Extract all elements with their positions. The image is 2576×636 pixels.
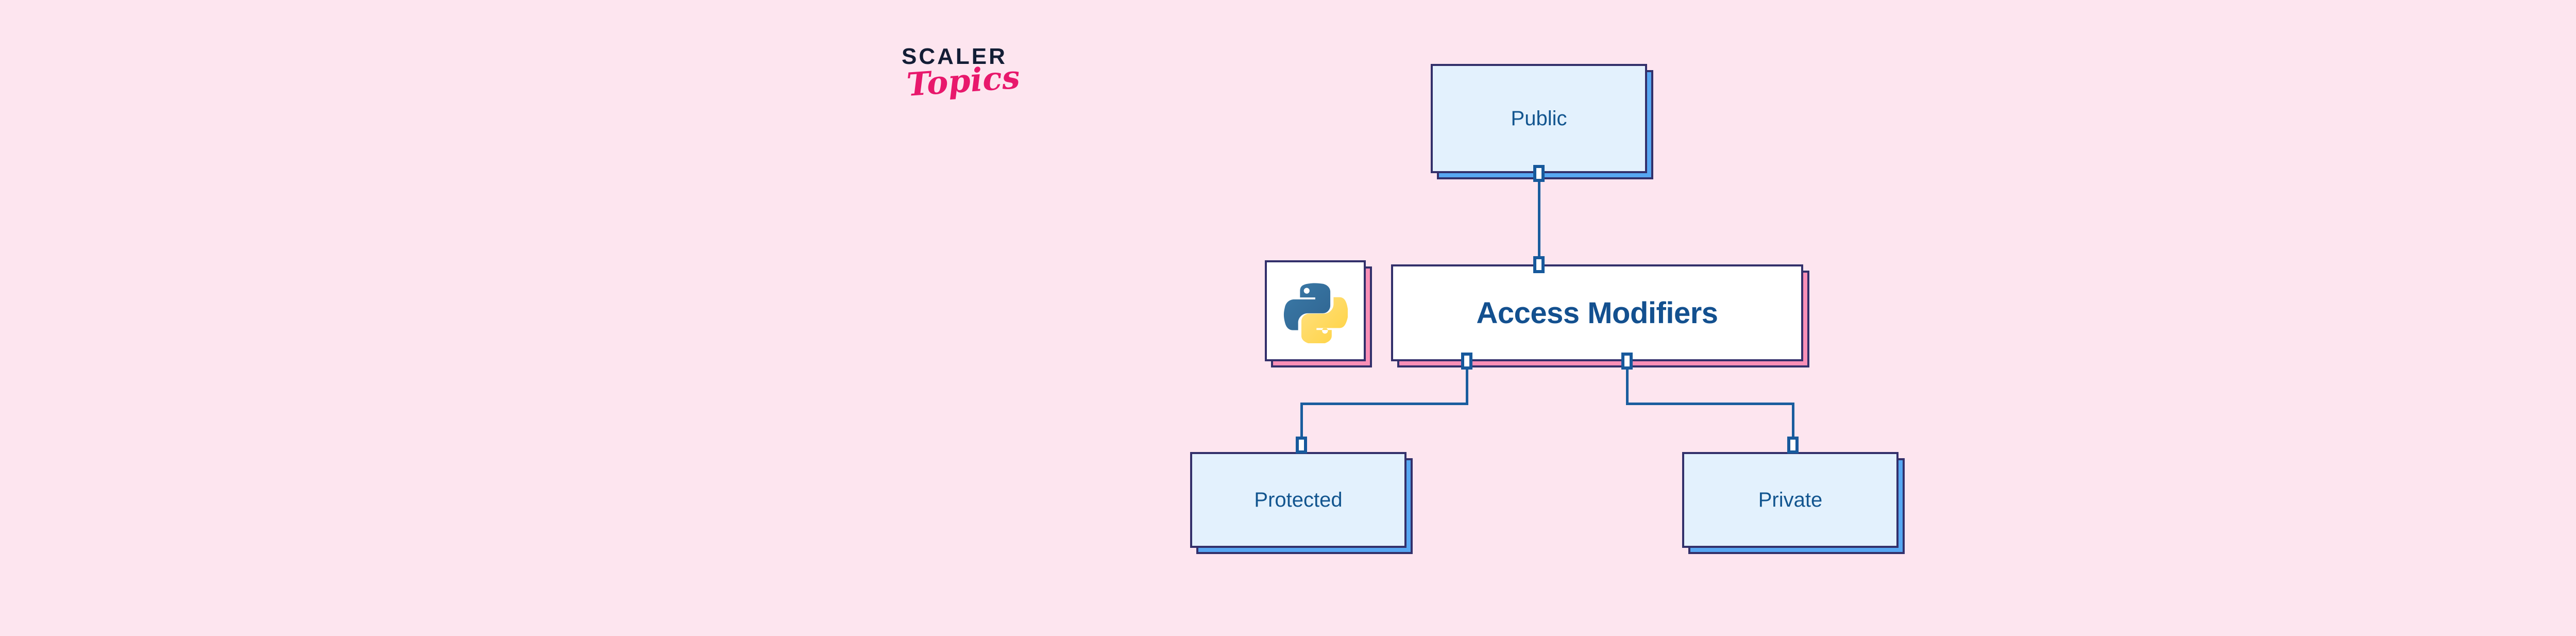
logo-wordmark: SCALER xyxy=(902,44,1007,69)
node-python-face xyxy=(1265,260,1366,361)
node-public-label: Public xyxy=(1511,107,1567,130)
scaler-topics-logo: SCALER Topics xyxy=(902,45,1072,112)
connector-protected-stem xyxy=(1300,403,1303,437)
port-public-bottom xyxy=(1533,165,1545,182)
node-protected-label: Protected xyxy=(1254,488,1343,511)
node-protected[interactable]: Protected xyxy=(1190,452,1413,554)
port-private-top xyxy=(1787,437,1799,454)
node-private-face: Private xyxy=(1682,452,1899,548)
port-access-bottom-left xyxy=(1461,353,1472,370)
connector-access-left-stem xyxy=(1466,369,1468,403)
node-access-face: Access Modifiers xyxy=(1391,264,1803,361)
connector-public-to-access xyxy=(1538,181,1540,266)
node-public-face: Public xyxy=(1431,64,1647,173)
connector-access-to-protected-horizontal xyxy=(1300,403,1468,405)
node-python-logo[interactable] xyxy=(1265,260,1372,367)
node-public[interactable]: Public xyxy=(1431,64,1653,179)
port-protected-top xyxy=(1296,437,1307,454)
connector-private-stem xyxy=(1792,403,1794,437)
node-access-label: Access Modifiers xyxy=(1476,296,1718,330)
node-access-modifiers[interactable]: Access Modifiers xyxy=(1391,264,1809,367)
port-access-top xyxy=(1533,256,1545,273)
node-protected-face: Protected xyxy=(1190,452,1406,548)
port-access-bottom-right xyxy=(1621,353,1633,370)
python-logo-icon xyxy=(1283,283,1348,343)
connector-access-to-private-horizontal xyxy=(1626,403,1794,405)
node-private[interactable]: Private xyxy=(1682,452,1905,554)
logo-script-topics: Topics xyxy=(905,58,1021,104)
node-private-label: Private xyxy=(1758,488,1823,511)
connector-access-right-stem xyxy=(1626,369,1629,403)
